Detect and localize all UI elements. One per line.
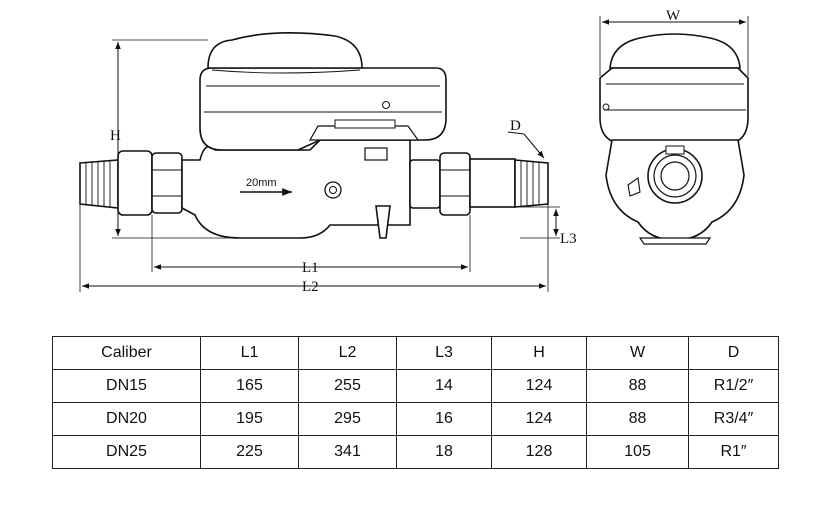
drain-plug [375,205,391,239]
cell-l3: 18 [396,435,492,469]
cell-d: R3/4″ [688,402,779,436]
label-l2: L2 [302,279,319,295]
cell-l2: 255 [298,369,397,403]
side-view [79,32,549,239]
cell-l3: 14 [396,369,492,403]
cell-w: 88 [586,402,689,436]
cell-l1: 195 [200,402,299,436]
left-nut [117,150,153,216]
right-nut [439,152,471,216]
front-view [599,33,749,245]
cell-w: 88 [586,369,689,403]
table-row: DN20 195 295 16 124 88 R3/4″ [52,402,779,436]
dimension-l3 [520,206,560,239]
cell-d: R1/2″ [688,369,779,403]
header-l2: L2 [298,336,397,370]
cell-caliber: DN20 [52,402,201,436]
dimension-l1 [151,215,471,272]
cell-h: 124 [491,369,587,403]
cell-h: 128 [491,435,587,469]
meter-body [181,139,411,239]
cell-l1: 225 [200,435,299,469]
meter-technical-drawing: 20mm H L1 L2 L3 D [79,8,749,295]
cell-w: 105 [586,435,689,469]
label-h: H [110,128,121,144]
cell-l3: 16 [396,402,492,436]
header-d: D [688,336,779,370]
table-row: DN25 225 341 18 128 105 R1″ [52,435,779,469]
dimension-l2 [79,205,549,292]
cell-d: R1″ [688,435,779,469]
header-h: H [491,336,587,370]
header-w: W [586,336,689,370]
header-caliber: Caliber [52,336,201,370]
dimension-table: Caliber L1 L2 L3 H W D DN15 165 255 14 1… [52,336,779,469]
dimension-d [507,131,545,159]
header-l1: L1 [200,336,299,370]
label-d: D [510,118,521,134]
table-header-row: Caliber L1 L2 L3 H W D [52,336,779,370]
label-l3: L3 [560,231,577,247]
cell-l1: 165 [200,369,299,403]
register-lid [207,32,363,69]
cell-caliber: DN15 [52,369,201,403]
cell-h: 124 [491,402,587,436]
flow-label: 20mm [246,177,277,189]
cell-caliber: DN25 [52,435,201,469]
label-l1: L1 [302,260,319,276]
cell-l2: 295 [298,402,397,436]
right-thread-end [514,159,549,208]
cell-l2: 341 [298,435,397,469]
header-l3: L3 [396,336,492,370]
table-row: DN15 165 255 14 124 88 R1/2″ [52,369,779,403]
dimension-h [112,39,240,239]
dimension-w [599,16,749,76]
label-w: W [666,8,681,24]
front-lid [609,33,741,69]
